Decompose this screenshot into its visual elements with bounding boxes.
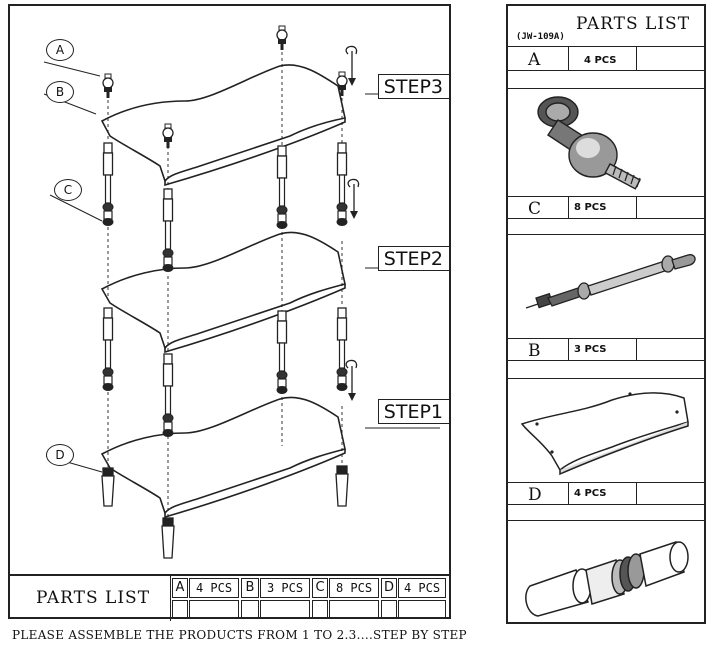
callout-d: D bbox=[46, 444, 74, 466]
callout-a: A bbox=[46, 39, 74, 61]
bottom-parts-table: PARTS LIST A 4 PCS B 3 PCS C 8 PCS D 4 P… bbox=[10, 574, 449, 621]
parts-list-panel: (JW-109A) PARTS LIST A 4 PCS C 8 PCS bbox=[506, 4, 706, 624]
table-letter-b: B bbox=[241, 578, 259, 598]
step3-label: STEP3 bbox=[377, 74, 449, 99]
assembly-diagram-panel: A B C D STEP3 STEP2 STEP1 PARTS LIST A 4… bbox=[8, 4, 451, 621]
shelf-step2 bbox=[100, 231, 346, 354]
table-letter-c: C bbox=[312, 578, 328, 598]
part-letter-d: D bbox=[528, 485, 542, 505]
part-qty-c: 8 PCS bbox=[574, 202, 607, 213]
spindle-post-icon bbox=[525, 254, 696, 309]
table-letter-d: D bbox=[381, 578, 397, 598]
part-letter-c: C bbox=[528, 199, 542, 219]
finial-knob-icon bbox=[537, 96, 641, 190]
shelf-step3 bbox=[100, 64, 346, 187]
table-qty-b: 3 PCS bbox=[260, 578, 310, 598]
part-letter-a: A bbox=[528, 50, 541, 70]
part-qty-a: 4 PCS bbox=[584, 55, 617, 66]
table-qty-a: 4 PCS bbox=[189, 578, 239, 598]
foot-leg-icon bbox=[525, 541, 689, 617]
part-letter-b: B bbox=[528, 341, 541, 361]
callout-b: B bbox=[46, 81, 74, 103]
assembly-instruction: PLEASE ASSEMBLE THE PRODUCTS FROM 1 TO 2… bbox=[12, 628, 467, 642]
part-qty-b: 3 PCS bbox=[574, 344, 607, 355]
table-letter-a: A bbox=[172, 578, 188, 598]
part-qty-d: 4 PCS bbox=[574, 488, 607, 499]
table-qty-c: 8 PCS bbox=[329, 578, 379, 598]
callout-c: C bbox=[54, 179, 82, 201]
parts-list-title: PARTS LIST bbox=[576, 14, 691, 34]
step2-label: STEP2 bbox=[377, 246, 449, 271]
exploded-shelf-drawing bbox=[43, 25, 440, 559]
bottom-table-title: PARTS LIST bbox=[36, 588, 151, 608]
step1-label: STEP1 bbox=[377, 399, 449, 424]
shelf-board-icon bbox=[520, 392, 689, 476]
shelf-step1 bbox=[100, 396, 346, 519]
model-number: (JW-109A) bbox=[516, 32, 565, 42]
table-qty-d: 4 PCS bbox=[398, 578, 446, 598]
